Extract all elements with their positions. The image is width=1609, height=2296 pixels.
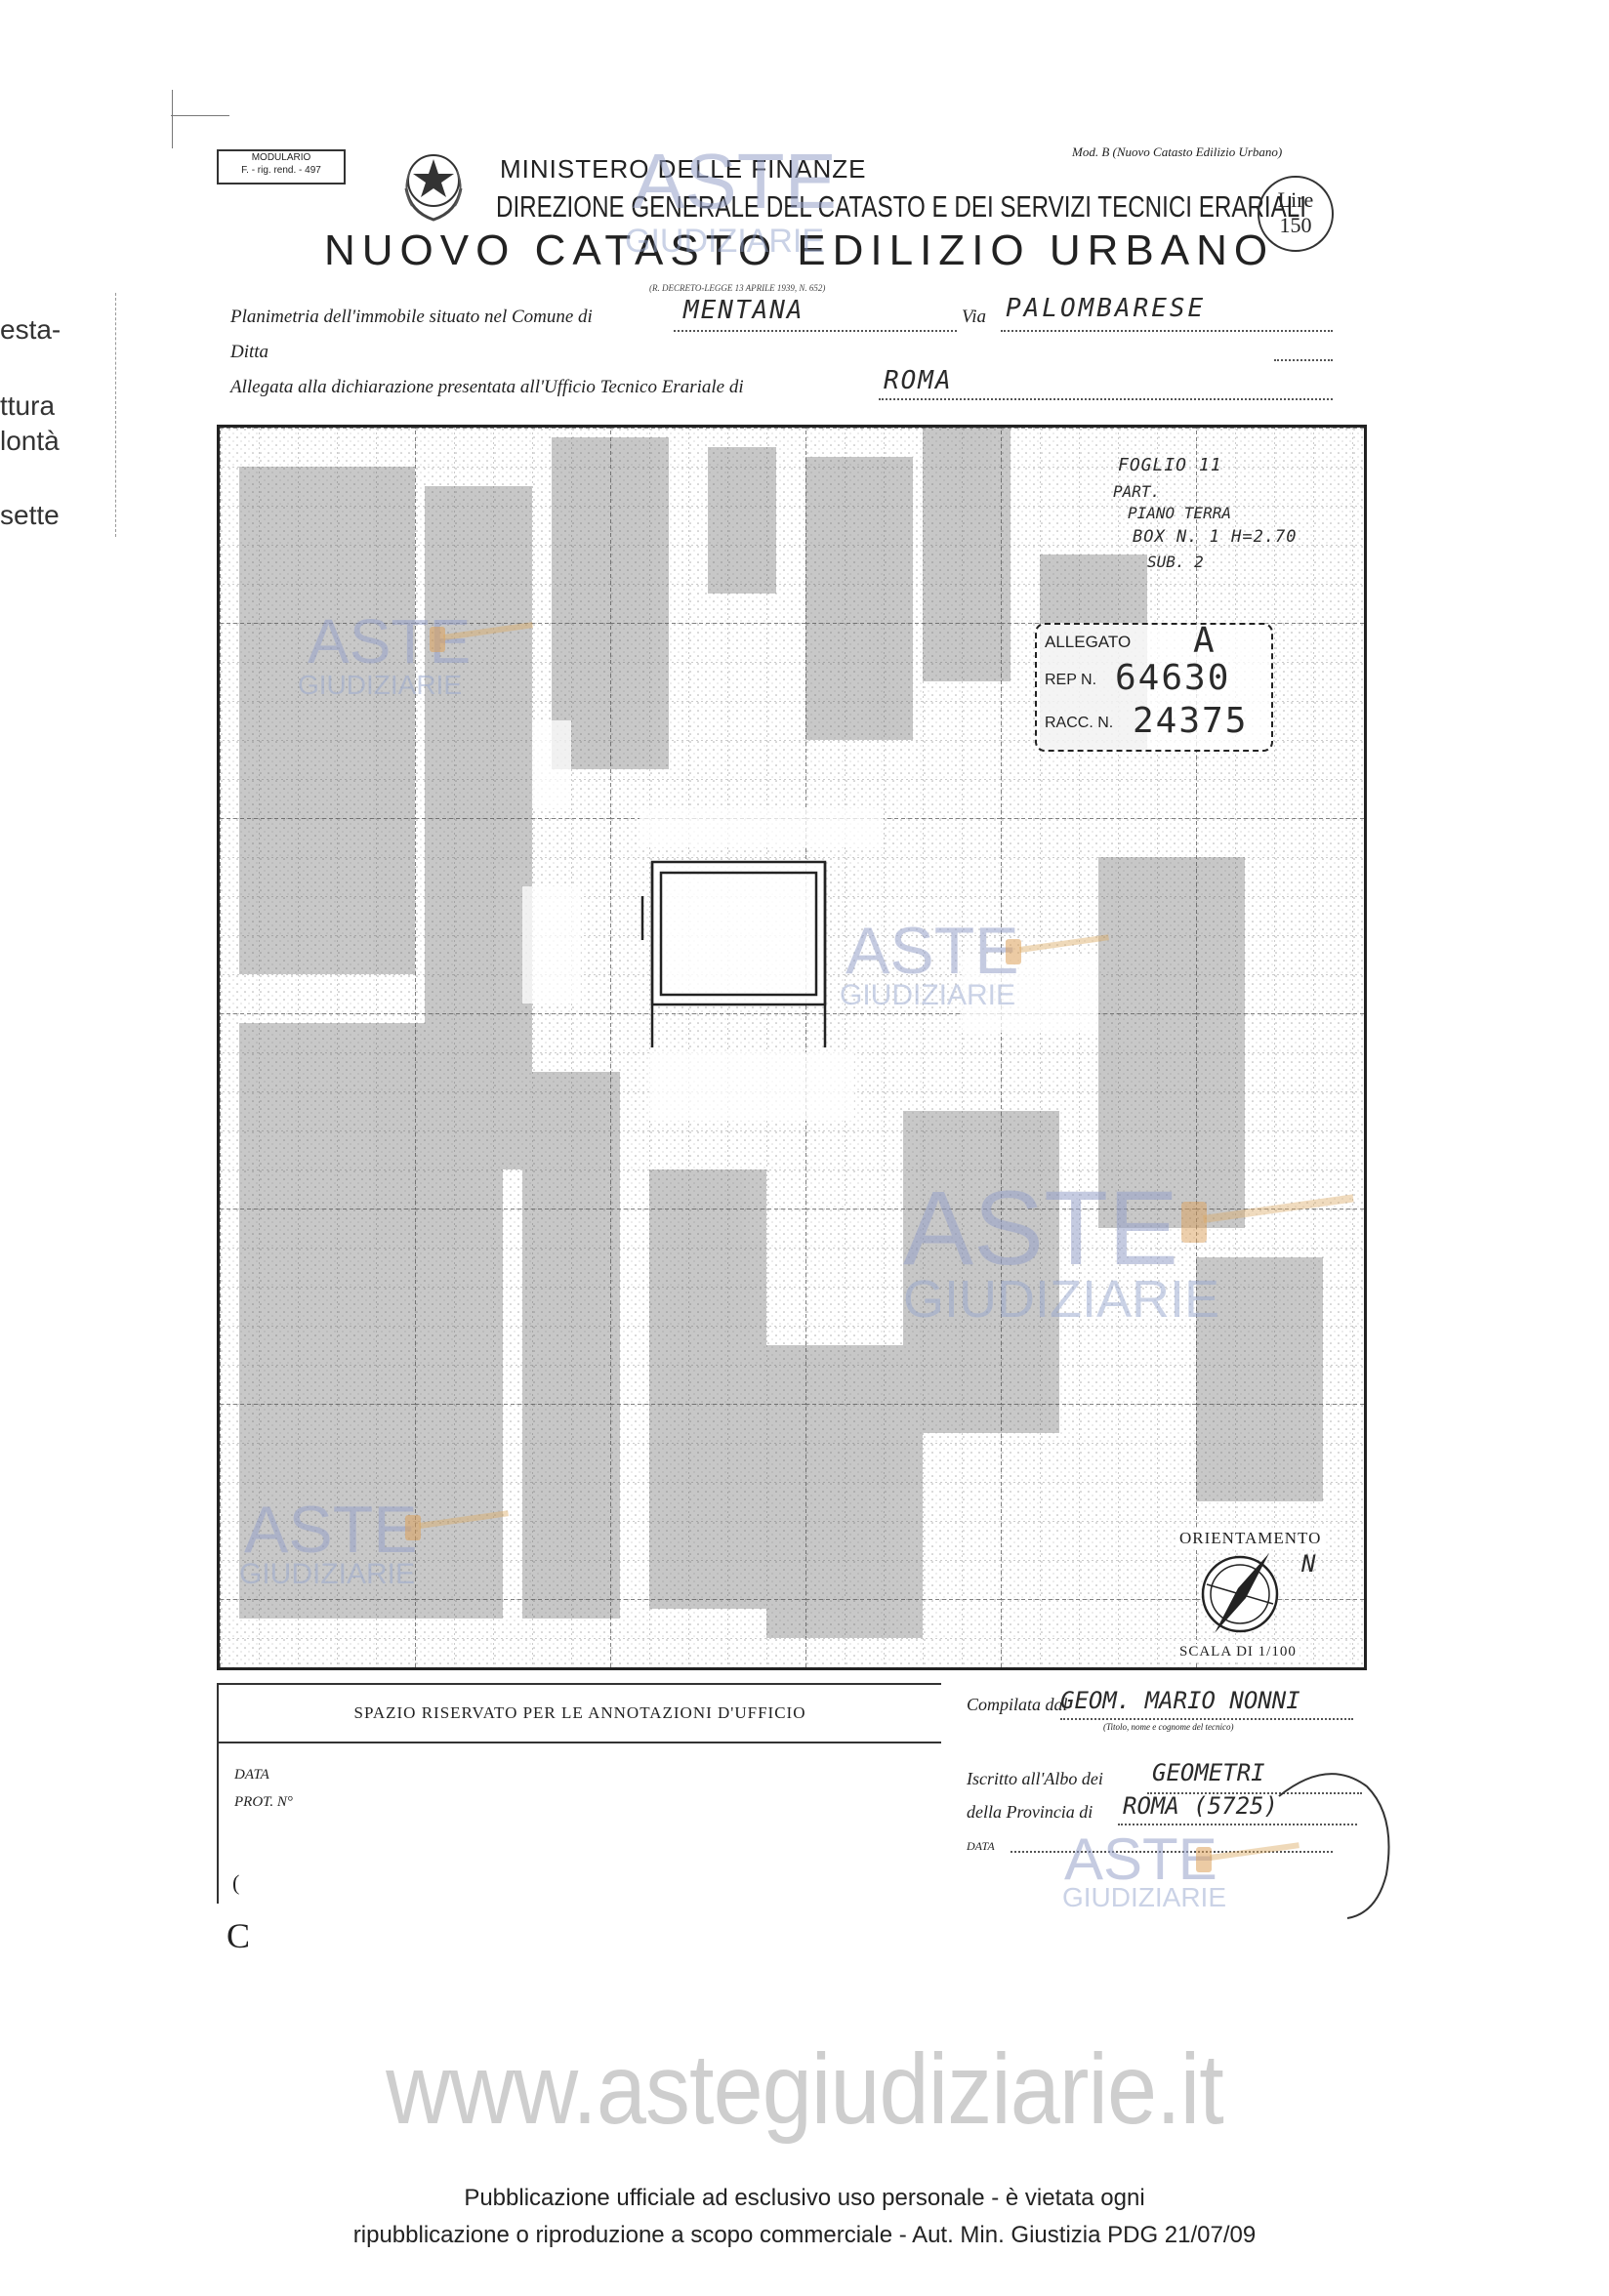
comune-dotted-line [674, 330, 957, 332]
provincia-label: della Provincia di [967, 1802, 1093, 1822]
plan-note: SUB. 2 [1147, 553, 1204, 571]
plan-note: PART. [1113, 482, 1161, 501]
giudiziarie-watermark: GIUDIZIARIE [1062, 1882, 1227, 1912]
modulario-line: F. - rig. rend. - 497 [241, 165, 321, 176]
direzione-heading: DIREZIONE GENERALE DEL CATASTO E DEI SER… [496, 189, 1306, 224]
floor-plan: FOGLIO 11 PART. PIANO TERRA BOX N. 1 H=2… [217, 425, 1367, 1670]
iscritto-dotted-line [1147, 1792, 1362, 1794]
annotations-header: SPAZIO RISERVATO PER LE ANNOTAZIONI D'UF… [219, 1685, 941, 1743]
plan-note: FOGLIO 11 [1118, 455, 1222, 475]
modulario-line: MODULARIO [251, 152, 311, 163]
ditta-dotted-line [1274, 359, 1333, 361]
compilata-hint: (Titolo, nome e cognome del tecnico) [1103, 1722, 1234, 1732]
prot-label: PROT. N° [234, 1794, 293, 1810]
footer-line: Pubblicazione ufficiale ad esclusivo uso… [464, 2185, 1145, 2211]
ufficio-dotted-line [879, 398, 1333, 400]
comune-value: MENTANA [683, 296, 804, 325]
mod-reference: Mod. B (Nuovo Catasto Edilizio Urbano) [1072, 144, 1283, 159]
plan-note: PIANO TERRA [1128, 504, 1231, 522]
margin-fragment: sette [0, 500, 60, 530]
allegato-stamp: ALLEGATO A REP N. 64630 RACC. N. 24375 [1035, 621, 1273, 752]
provincia-value: ROMA (5725) [1123, 1792, 1278, 1820]
italian-emblem-icon [404, 154, 463, 222]
allegato-value: A [1193, 621, 1215, 661]
data2-dotted-line [1011, 1851, 1333, 1853]
allegato-label: ALLEGATO [1045, 633, 1132, 651]
signature-stroke [1278, 1773, 1390, 1919]
rep-label: REP N. [1045, 672, 1097, 688]
provincia-dotted-line [1118, 1824, 1357, 1825]
compilata-value: GEOM. MARIO NONNI [1060, 1687, 1300, 1714]
margin-fragment: esta- [0, 314, 62, 345]
gavel-icon [405, 1510, 509, 1540]
north-label: N [1301, 1550, 1316, 1578]
via-label: Via [962, 307, 986, 327]
lire-stamp: Lire 150 [1258, 176, 1334, 252]
footer-line: ripubblicazione o riproduzione a scopo c… [352, 2222, 1257, 2248]
lire-label: Lire [1277, 187, 1314, 212]
compilata-dotted-line [1060, 1718, 1353, 1720]
ufficio-value: ROMA [884, 366, 953, 395]
allegata-label: Allegata alla dichiarazione presentata a… [230, 377, 744, 397]
rep-value: 64630 [1115, 658, 1231, 698]
margin-corner-mark [172, 90, 173, 148]
plan-drawing [220, 428, 1364, 1667]
planimetria-row: Planimetria dell'immobile situato nel Co… [230, 307, 593, 328]
ministero-heading: MINISTERO DELLE FINANZE [500, 154, 867, 184]
data-label: DATA [234, 1767, 269, 1783]
margin-fragment: lontà [0, 426, 60, 456]
gavel-icon [1196, 1842, 1300, 1872]
orientamento-label: ORIENTAMENTO [1176, 1529, 1325, 1548]
via-dotted-line [1001, 330, 1333, 332]
via-value: PALOMBARESE [1006, 294, 1207, 323]
annotations-box: SPAZIO RISERVATO PER LE ANNOTAZIONI D'UF… [217, 1683, 941, 1904]
data2-label: DATA [967, 1839, 995, 1853]
ditta-label: Ditta [230, 342, 269, 362]
box-outline [640, 860, 827, 1047]
lire-value: 150 [1279, 213, 1312, 237]
racc-label: RACC. N. [1045, 715, 1114, 731]
margin-corner-mark [171, 115, 229, 116]
margin-fragment: ttura [0, 390, 56, 421]
gavel-icon [430, 622, 533, 652]
racc-value: 24375 [1133, 701, 1249, 741]
document-title: NUOVO CATASTO EDILIZIO URBANO [324, 226, 1275, 274]
scala-label: SCALA DI 1/100 [1176, 1644, 1300, 1660]
iscritto-value: GEOMETRI [1152, 1759, 1265, 1786]
decreto-reference: (R. DECRETO-LEGGE 13 APRILE 1939, N. 652… [649, 283, 826, 293]
aste-watermark: ASTE [1064, 1826, 1217, 1892]
iscritto-label: Iscritto all'Albo dei [967, 1769, 1103, 1788]
planimetria-label: Planimetria dell'immobile situato nel Co… [230, 307, 593, 327]
compilata-label: Compilata dal [967, 1695, 1068, 1714]
pen-mark: C [227, 1916, 251, 1955]
margin-divider [115, 293, 116, 537]
modulario-box: MODULARIO F. - rig. rend. - 497 [217, 149, 346, 184]
compass-icon [1201, 1553, 1279, 1633]
plan-note: BOX N. 1 H=2.70 [1133, 527, 1298, 547]
site-url-watermark: www.astegiudiziarie.it [386, 2033, 1224, 2145]
gavel-icon [1006, 934, 1109, 964]
gavel-icon [1181, 1194, 1354, 1243]
pen-mark: ( [232, 1870, 240, 1895]
